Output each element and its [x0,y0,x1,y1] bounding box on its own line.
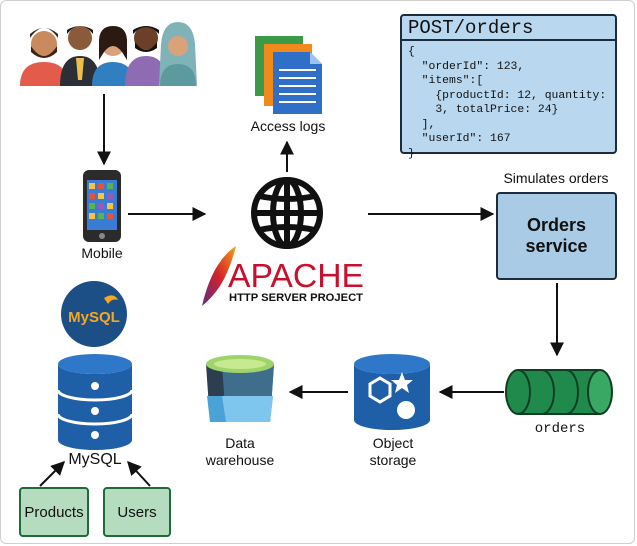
users-label: Users [117,503,157,521]
mobile-phone-icon [83,170,121,242]
orders-service-box: Orders service [496,192,617,280]
orders-queue-label: orders [534,421,586,437]
mysql-logo-icon: MySQL [61,281,127,347]
data-warehouse-label-line1: Data [225,435,255,451]
users-group-icon [20,22,197,86]
mysql-label: MySQL [68,451,122,468]
orders-queue-icon [505,369,613,415]
data-warehouse-label-line2: warehouse [205,452,275,468]
object-storage-label-line1: Object [372,435,414,451]
apache-wordmark: APACHE [228,257,364,294]
users-source-box: Users [103,487,171,537]
apache-feather-icon [202,246,236,306]
mysql-database-icon [56,354,134,450]
access-logs-label: Access logs [250,118,326,134]
web-server-globe-icon [251,177,323,249]
person-icon [60,26,100,86]
arrow-products-to-mysql [39,461,65,487]
mobile-label: Mobile [81,245,123,261]
person-icon [20,28,68,86]
arrow-users-to-mysql [127,460,151,487]
post-orders-request-box: POST/orders { "orderId": 123, "items":[ … [400,14,617,160]
object-storage-icon [354,354,430,430]
person-icon [125,26,167,86]
access-logs-icon [255,36,322,114]
products-label: Products [24,503,84,521]
person-icon [92,26,134,86]
mysql-logo-text: MySQL [68,309,120,326]
data-warehouse-icon [206,355,274,422]
post-orders-title: POST/orders [402,16,615,41]
object-storage-label: Object storage [362,435,424,469]
apache-subtitle: HTTP SERVER PROJECT [229,292,363,304]
orders-service-label-line1: Orders [526,215,587,235]
person-icon [159,22,197,86]
orders-service-label-line2: service [525,236,588,256]
simulates-orders-label: Simulates orders [503,170,609,186]
data-warehouse-label: Data warehouse [204,435,276,469]
object-storage-label-line2: storage [369,452,417,468]
products-source-box: Products [19,487,89,537]
post-orders-json: { "orderId": 123, "items":[ {productId: … [408,46,607,160]
